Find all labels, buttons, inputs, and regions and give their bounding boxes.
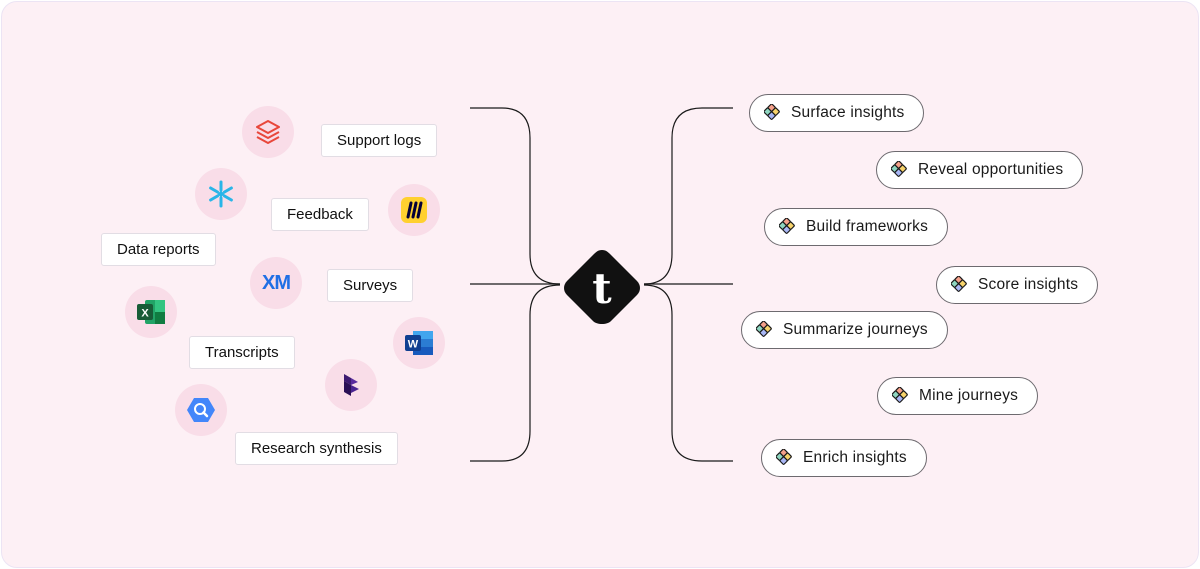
source-label-research-synthesis: Research synthesis: [235, 432, 398, 465]
sparkle-icon: [756, 321, 772, 337]
sparkle-icon: [776, 449, 792, 465]
dovetail-icon: [325, 359, 377, 411]
output-label: Build frameworks: [806, 218, 929, 235]
output-label: Score insights: [978, 276, 1079, 293]
bigquery-icon: [175, 384, 227, 436]
excel-icon: X: [125, 286, 177, 338]
snowflake-icon: [195, 168, 247, 220]
word-icon: W: [393, 317, 445, 369]
source-label-surveys: Surveys: [327, 269, 414, 302]
center-logo: t: [560, 247, 644, 329]
output-pill-surface-insights[interactable]: Surface insights: [749, 94, 925, 132]
source-label-support-logs: Support logs: [321, 124, 438, 157]
output-pill-mine-journeys[interactable]: Mine journeys: [877, 377, 1039, 415]
connector-left-bottom: [470, 284, 561, 462]
connector-right-bottom: [643, 284, 733, 462]
sparkle-icon: [779, 218, 795, 234]
output-label: Surface insights: [791, 104, 905, 121]
sparkle-icon: [892, 387, 908, 403]
source-label-transcripts: Transcripts: [189, 336, 295, 369]
source-label-feedback: Feedback: [271, 198, 369, 231]
sparkle-icon: [764, 104, 780, 120]
sparkle-icon: [951, 276, 967, 292]
connector-right-top: [643, 107, 733, 285]
output-label: Enrich insights: [803, 449, 907, 466]
output-pill-enrich-insights[interactable]: Enrich insights: [761, 439, 927, 477]
svg-text:X: X: [141, 308, 149, 320]
source-label-data-reports: Data reports: [101, 233, 216, 266]
output-label: Reveal opportunities: [918, 161, 1064, 178]
logo-letter: t: [592, 264, 612, 313]
output-pill-reveal-opportunities[interactable]: Reveal opportunities: [876, 151, 1084, 189]
output-label: Mine journeys: [919, 387, 1019, 404]
sparkle-icon: [891, 161, 907, 177]
output-pill-score-insights[interactable]: Score insights: [936, 266, 1099, 304]
output-pill-summarize-journeys[interactable]: Summarize journeys: [741, 311, 948, 349]
databricks-icon: [242, 106, 294, 158]
miro-icon: [388, 184, 440, 236]
output-pill-build-frameworks[interactable]: Build frameworks: [764, 208, 949, 246]
connector-left-top: [470, 107, 561, 285]
output-label: Summarize journeys: [783, 321, 928, 338]
qualtrics-xm-icon: XM: [250, 257, 302, 309]
xm-icon-text: XM: [262, 271, 291, 294]
svg-text:W: W: [408, 339, 419, 351]
